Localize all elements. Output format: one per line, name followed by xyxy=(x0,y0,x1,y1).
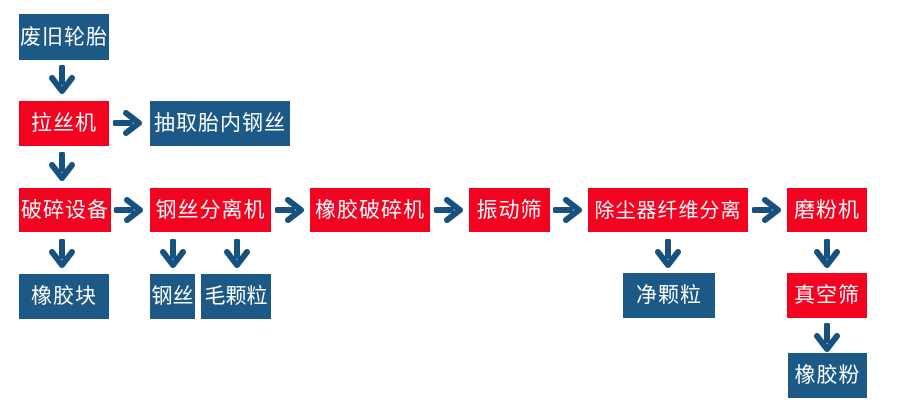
arrow-down-icon xyxy=(655,239,681,268)
arrow-down-icon xyxy=(49,239,75,268)
node-rubber-crusher: 橡胶破碎机 xyxy=(310,188,430,232)
arrow-down-icon xyxy=(224,239,250,268)
arrow-right-icon xyxy=(553,197,582,223)
arrow-down-icon xyxy=(814,323,840,352)
arrow-down-icon xyxy=(49,152,75,181)
node-wire-drawing-machine: 拉丝机 xyxy=(19,101,109,146)
node-waste-tires: 废旧轮胎 xyxy=(19,14,109,60)
arrow-right-icon xyxy=(275,197,304,223)
node-clean-granules: 净颗粒 xyxy=(623,273,715,318)
node-vibrating-screen: 振动筛 xyxy=(469,188,550,232)
node-rubber-powder: 橡胶粉 xyxy=(788,353,867,398)
node-steel-wire: 钢丝 xyxy=(150,274,195,319)
arrow-right-icon xyxy=(434,197,463,223)
node-crushing-equipment: 破碎设备 xyxy=(19,188,111,232)
node-vacuum-screen: 真空筛 xyxy=(787,273,867,318)
arrow-right-icon xyxy=(113,110,142,136)
node-coarse-granules: 毛颗粒 xyxy=(201,274,271,319)
node-grinding-mill: 磨粉机 xyxy=(787,188,867,232)
arrow-right-icon xyxy=(114,197,143,223)
node-dust-collector-fiber-separation: 除尘器纤维分离 xyxy=(588,188,748,232)
node-steel-wire-separator: 钢丝分离机 xyxy=(150,188,271,232)
arrow-down-icon xyxy=(160,239,186,268)
node-rubber-blocks: 橡胶块 xyxy=(19,274,109,319)
node-extract-tire-steel-wire: 抽取胎内钢丝 xyxy=(150,101,290,146)
arrow-down-icon xyxy=(814,239,840,268)
arrow-down-icon xyxy=(49,65,75,94)
arrow-right-icon xyxy=(752,197,781,223)
